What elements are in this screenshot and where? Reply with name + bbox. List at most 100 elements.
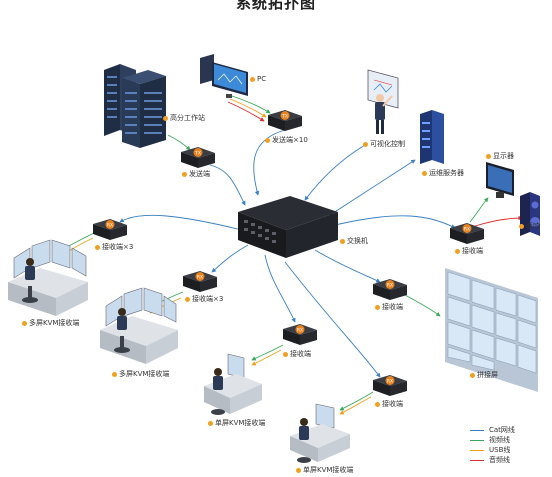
label-speaker: 音响 bbox=[519, 222, 540, 231]
rx-badge-label: RX bbox=[197, 275, 203, 281]
label-videowall-text: 拼接屏 bbox=[477, 371, 498, 379]
legend-item-usb: USB线 bbox=[470, 445, 515, 455]
legend-label: 视频线 bbox=[489, 436, 510, 444]
legend-label: Cat网线 bbox=[489, 426, 515, 434]
audio-cable-lines bbox=[227, 101, 523, 227]
switch-illustration bbox=[238, 196, 338, 258]
bullet-dot bbox=[486, 153, 491, 159]
legend-item-video: 视频线 bbox=[470, 435, 515, 445]
ops-server-illustration bbox=[420, 110, 444, 164]
bullet-dot bbox=[363, 141, 368, 147]
legend: Cat网线 视频线 USB线 音频线 bbox=[470, 425, 515, 465]
bullet-dot bbox=[375, 401, 380, 407]
bullet-dot bbox=[182, 171, 187, 177]
label-rx-x3-a: 接收端×3 bbox=[95, 243, 133, 252]
label-rx-mid: 接收端 bbox=[283, 350, 311, 359]
legend-label: USB线 bbox=[489, 446, 511, 454]
label-rx-right-text: 接收端 bbox=[462, 247, 483, 255]
bullet-dot bbox=[283, 351, 288, 357]
legend-item-audio: 音频线 bbox=[470, 455, 515, 465]
bullet-dot bbox=[422, 170, 427, 176]
label-single-kvm-a: 单屏KVM接收端 bbox=[208, 419, 265, 428]
videowall-illustration bbox=[445, 268, 538, 392]
legend-swatch bbox=[470, 439, 484, 441]
label-speaker-text: 音响 bbox=[526, 222, 540, 230]
bullet-dot bbox=[95, 244, 100, 250]
bullet-dot bbox=[112, 371, 117, 377]
label-multi-kvm-a-text: 多屏KVM接收端 bbox=[29, 319, 80, 327]
label-multi-kvm-b: 多屏KVM接收端 bbox=[112, 370, 169, 379]
cat-cable-lines bbox=[119, 129, 456, 378]
bullet-dot bbox=[208, 420, 213, 426]
diagram-title: 系统拓扑图 bbox=[235, 0, 316, 12]
bullet-dot bbox=[375, 304, 380, 310]
label-rx-right: 接收端 bbox=[455, 247, 483, 256]
usb-cable-lines bbox=[61, 98, 372, 415]
rx-box-x3-a: RX bbox=[93, 219, 127, 240]
label-pc-text: PC bbox=[257, 75, 267, 83]
bullet-dot bbox=[455, 248, 460, 254]
label-rx-bottom: 接收端 bbox=[375, 400, 403, 409]
label-videowall: 拼接屏 bbox=[470, 371, 498, 380]
label-ops-server-text: 运维服务器 bbox=[429, 169, 464, 177]
rx-badge-label: RX bbox=[387, 283, 393, 289]
label-workstation-text: 高分工作站 bbox=[170, 114, 205, 122]
bullet-dot bbox=[519, 223, 524, 229]
label-single-kvm-a-text: 单屏KVM接收端 bbox=[215, 419, 266, 427]
label-tx: 发送端 bbox=[182, 170, 210, 179]
legend-swatch bbox=[470, 449, 484, 451]
label-visual-control: 可视化控制 bbox=[363, 140, 405, 149]
display-illustration bbox=[486, 162, 514, 198]
label-rx-x3-b: 接收端×3 bbox=[185, 295, 223, 304]
bullet-dot bbox=[296, 467, 301, 473]
label-rx-videowall: 接收端 bbox=[375, 303, 403, 312]
visual-control-illustration bbox=[367, 69, 399, 134]
multi-kvm-station-a-illustration bbox=[8, 239, 88, 316]
rx-box-mid: RX bbox=[283, 324, 317, 345]
label-workstation: 高分工作站 bbox=[163, 114, 205, 123]
tx-badge-label: TX bbox=[194, 151, 201, 157]
label-rx-bottom-text: 接收端 bbox=[382, 400, 403, 408]
label-display-text: 显示器 bbox=[493, 152, 514, 160]
single-kvm-station-b-illustration bbox=[290, 403, 350, 463]
label-single-kvm-b: 单屏KVM接收端 bbox=[296, 466, 353, 475]
label-ops-server: 运维服务器 bbox=[422, 169, 464, 178]
label-switch: 交换机 bbox=[340, 237, 368, 246]
multi-kvm-station-b-illustration bbox=[100, 287, 178, 364]
single-kvm-station-a-illustration bbox=[204, 353, 262, 415]
label-switch-text: 交换机 bbox=[347, 237, 368, 245]
tx-box: TX bbox=[181, 147, 215, 168]
rx-badge-label: RX bbox=[387, 379, 393, 385]
bullet-dot bbox=[265, 137, 270, 143]
label-tx-x10-text: 发送端×10 bbox=[272, 136, 308, 144]
bullet-dot bbox=[22, 320, 27, 326]
bullet-dot bbox=[250, 76, 255, 82]
label-multi-kvm-b-text: 多屏KVM接收端 bbox=[119, 370, 170, 378]
legend-item-cat: Cat网线 bbox=[470, 425, 515, 435]
rx-box-right: RX bbox=[450, 223, 484, 244]
label-tx-text: 发送端 bbox=[189, 170, 210, 178]
bullet-dot bbox=[185, 296, 190, 302]
pc-illustration bbox=[200, 54, 248, 98]
rx-badge-label: RX bbox=[107, 223, 113, 229]
rx-badge-label: RX bbox=[297, 328, 303, 334]
label-visual-control-text: 可视化控制 bbox=[370, 140, 405, 148]
label-pc: PC bbox=[250, 75, 266, 84]
rx-box-videowall: RX bbox=[373, 279, 407, 300]
label-multi-kvm-a: 多屏KVM接收端 bbox=[22, 319, 79, 328]
rx-box-bottom: RX bbox=[373, 375, 407, 396]
rx-box-x3-b: RX bbox=[183, 271, 217, 292]
bullet-dot bbox=[163, 115, 168, 121]
label-display: 显示器 bbox=[486, 152, 514, 161]
rx-badge-label: RX bbox=[464, 227, 470, 233]
label-single-kvm-b-text: 单屏KVM接收端 bbox=[303, 466, 354, 474]
label-tx-x10: 发送端×10 bbox=[265, 136, 308, 145]
label-rx-videowall-text: 接收端 bbox=[382, 303, 403, 311]
tx-badge-label: TX bbox=[281, 114, 288, 120]
legend-label: 音频线 bbox=[489, 456, 510, 464]
bullet-dot bbox=[470, 372, 475, 378]
legend-swatch bbox=[470, 429, 484, 431]
bullet-dot bbox=[340, 238, 345, 244]
tx-box-x10: TX bbox=[268, 110, 302, 131]
